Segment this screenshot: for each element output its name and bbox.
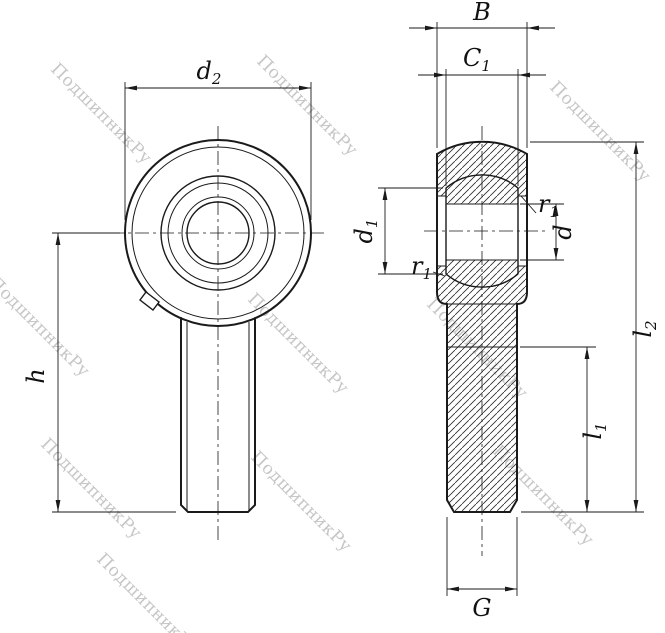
bore-chamfer-circle [181, 196, 255, 270]
dimension-label-C1: C1 [463, 44, 491, 75]
watermark-text: ПодшипникРу [46, 59, 155, 168]
dimension-label-d1: d1 [350, 219, 381, 244]
dimension-label-G: G [472, 594, 491, 622]
ball-inner-circle [167, 182, 269, 284]
housing-neck-fillets [436, 291, 528, 305]
watermark-text: ПодшипникРу [243, 289, 352, 398]
watermark-text: ПодшипникРу [36, 434, 145, 543]
threaded-shank-outline [180, 317, 256, 513]
watermark-text: ПодшипникРу [92, 549, 201, 633]
dimension-label-r1: r1 [411, 252, 432, 283]
rod-end-section-view: B C1 d1 d r1 [350, 0, 660, 622]
dimension-h: h [22, 232, 176, 513]
watermark-text: ПодшипникРу [545, 77, 654, 186]
dimension-label-B: B [472, 0, 491, 26]
dimension-d2: d2 [124, 57, 312, 220]
dimension-l1: l1 [520, 346, 610, 512]
dimension-label-r1: r1 [538, 190, 559, 221]
dimension-C1: C1 [418, 44, 546, 186]
dimension-B: B [409, 0, 555, 148]
dimension-d1: d1 [350, 187, 443, 275]
housing-outline [436, 140, 528, 293]
watermark-text: ПодшипникРу [252, 51, 361, 160]
grease-fitting-notch [139, 291, 160, 311]
dimension-label-d: d [549, 224, 577, 239]
watermark-text: ПодшипникРу [0, 272, 94, 381]
leader-line [432, 271, 446, 277]
head-rim-circle [131, 146, 305, 320]
dimension-label-l1: l1 [579, 422, 610, 439]
ball-outer-circle [160, 175, 276, 291]
dimension-label-l2: l2 [629, 320, 660, 337]
dimension-G: G [446, 517, 518, 622]
watermark-text: ПодшипникРу [246, 447, 355, 556]
dimension-d: d [520, 203, 577, 261]
dimension-label-d2: d2 [197, 57, 222, 88]
dimension-l2: l2 [521, 141, 660, 513]
bore-circle [186, 201, 250, 265]
watermark-layer: ПодшипникРу ПодшипникРу ПодшипникРу Подш… [0, 51, 655, 633]
rod-end-front-view: d2 h [22, 57, 326, 540]
head-outer-circle [124, 139, 312, 327]
dimension-label-h: h [22, 368, 50, 383]
leader-line [520, 195, 537, 214]
dimension-r1-top: r1 [520, 190, 559, 221]
dimension-r1-left: r1 [411, 252, 446, 283]
